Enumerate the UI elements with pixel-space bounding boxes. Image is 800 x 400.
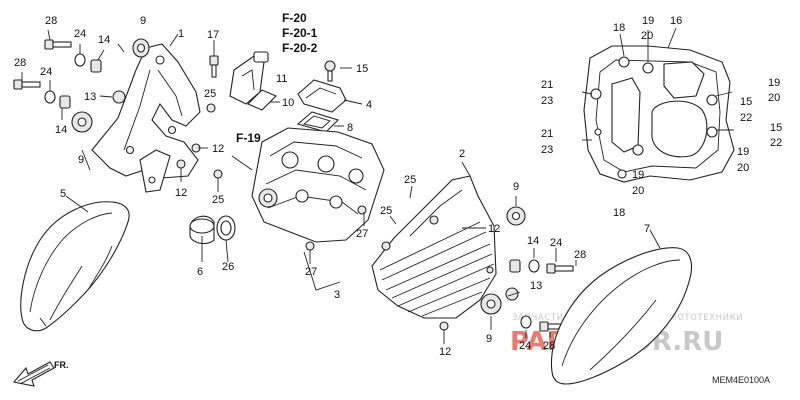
reference-f19: F-19 xyxy=(236,131,261,145)
callout-label: 15 xyxy=(740,96,752,108)
callout-label: 21 xyxy=(541,128,553,140)
callout-label: 2 xyxy=(459,148,465,160)
callout-label: 7 xyxy=(644,223,650,235)
callout-label: 23 xyxy=(541,144,553,156)
callout-label: 19 xyxy=(768,77,780,89)
callout-label: 12 xyxy=(488,223,500,235)
callout-label: 24 xyxy=(550,237,562,249)
callout-label: 15 xyxy=(770,122,782,134)
callout-label: 26 xyxy=(222,261,234,273)
callout-label: 23 xyxy=(541,95,553,107)
callout-label: 14 xyxy=(55,124,67,136)
callout-label: 11 xyxy=(276,73,287,85)
fasteners-upper-left xyxy=(13,38,223,179)
callout-label: 22 xyxy=(740,112,752,124)
callout-label: 27 xyxy=(356,228,368,240)
part-16-gasket xyxy=(581,27,735,183)
callout-label: 16 xyxy=(670,15,682,27)
callout-label: 19 xyxy=(632,169,644,181)
leader-lines xyxy=(21,29,577,344)
callout-label: 25 xyxy=(204,88,216,100)
callout-label: 19 xyxy=(737,146,749,158)
fasteners-right-middle xyxy=(480,206,574,332)
callout-label: 4 xyxy=(366,99,372,111)
part-1-bracket xyxy=(91,33,201,193)
diagram-part-number: MEM4E0100A xyxy=(712,375,770,385)
reference-f20-2: F-20-2 xyxy=(282,41,318,55)
callout-label: 8 xyxy=(347,122,353,134)
part-5-side-cover xyxy=(20,195,130,332)
callout-numbers: 28 24 14 9 1 17 28 24 13 14 9 25 10 11 1… xyxy=(14,15,782,358)
front-direction-arrow: FR. xyxy=(12,360,69,387)
callout-label: 6 xyxy=(197,266,203,278)
callout-label: 25 xyxy=(212,194,224,206)
callout-label: 10 xyxy=(282,97,294,109)
callout-label: 20 xyxy=(768,92,780,104)
callout-label: 14 xyxy=(98,34,110,46)
callout-label: 9 xyxy=(78,154,84,166)
callout-label: 24 xyxy=(74,28,86,40)
part-2-head-cover xyxy=(371,161,497,331)
reference-f20: F-20 xyxy=(282,11,307,25)
callout-label: 15 xyxy=(356,63,368,75)
callout-label: 18 xyxy=(613,22,625,34)
callout-label: 9 xyxy=(513,181,519,193)
callout-label: 12 xyxy=(175,187,187,199)
callout-label: 25 xyxy=(380,205,392,217)
callout-label: 27 xyxy=(305,266,317,278)
callout-label: 19 xyxy=(642,15,654,27)
callout-label: 12 xyxy=(439,346,451,358)
parts-11-10-4-8 xyxy=(229,51,347,133)
callout-label: 20 xyxy=(632,185,644,197)
callout-label: 13 xyxy=(530,280,542,292)
callout-label: 9 xyxy=(140,15,146,27)
callout-label: 22 xyxy=(770,137,782,149)
callout-label: 5 xyxy=(60,188,66,200)
callout-label: 14 xyxy=(527,235,539,247)
callout-label: 25 xyxy=(404,174,416,186)
callout-label: 28 xyxy=(45,15,57,27)
part-7-right-cover xyxy=(550,229,693,385)
callout-label: 17 xyxy=(207,29,219,41)
callout-label: 24 xyxy=(40,66,52,78)
callout-label: 9 xyxy=(486,333,492,345)
callout-label: 21 xyxy=(541,79,553,91)
callout-label: 3 xyxy=(334,289,340,301)
callout-label: 18 xyxy=(613,207,625,219)
reference-f20-1: F-20-1 xyxy=(282,26,318,40)
callout-label: 24 xyxy=(519,340,531,352)
callout-label: 28 xyxy=(574,249,586,261)
callout-label: 28 xyxy=(543,340,555,352)
callout-label: 20 xyxy=(641,30,653,42)
part-3-cylinder-head xyxy=(231,127,385,291)
callout-label: 1 xyxy=(178,28,184,40)
callout-label: 28 xyxy=(14,57,26,69)
callout-label: 13 xyxy=(84,91,96,103)
callout-label: 20 xyxy=(737,162,749,174)
parts-6-26 xyxy=(189,215,236,245)
callout-label: 12 xyxy=(212,143,224,155)
front-direction-label: FR. xyxy=(54,360,69,370)
